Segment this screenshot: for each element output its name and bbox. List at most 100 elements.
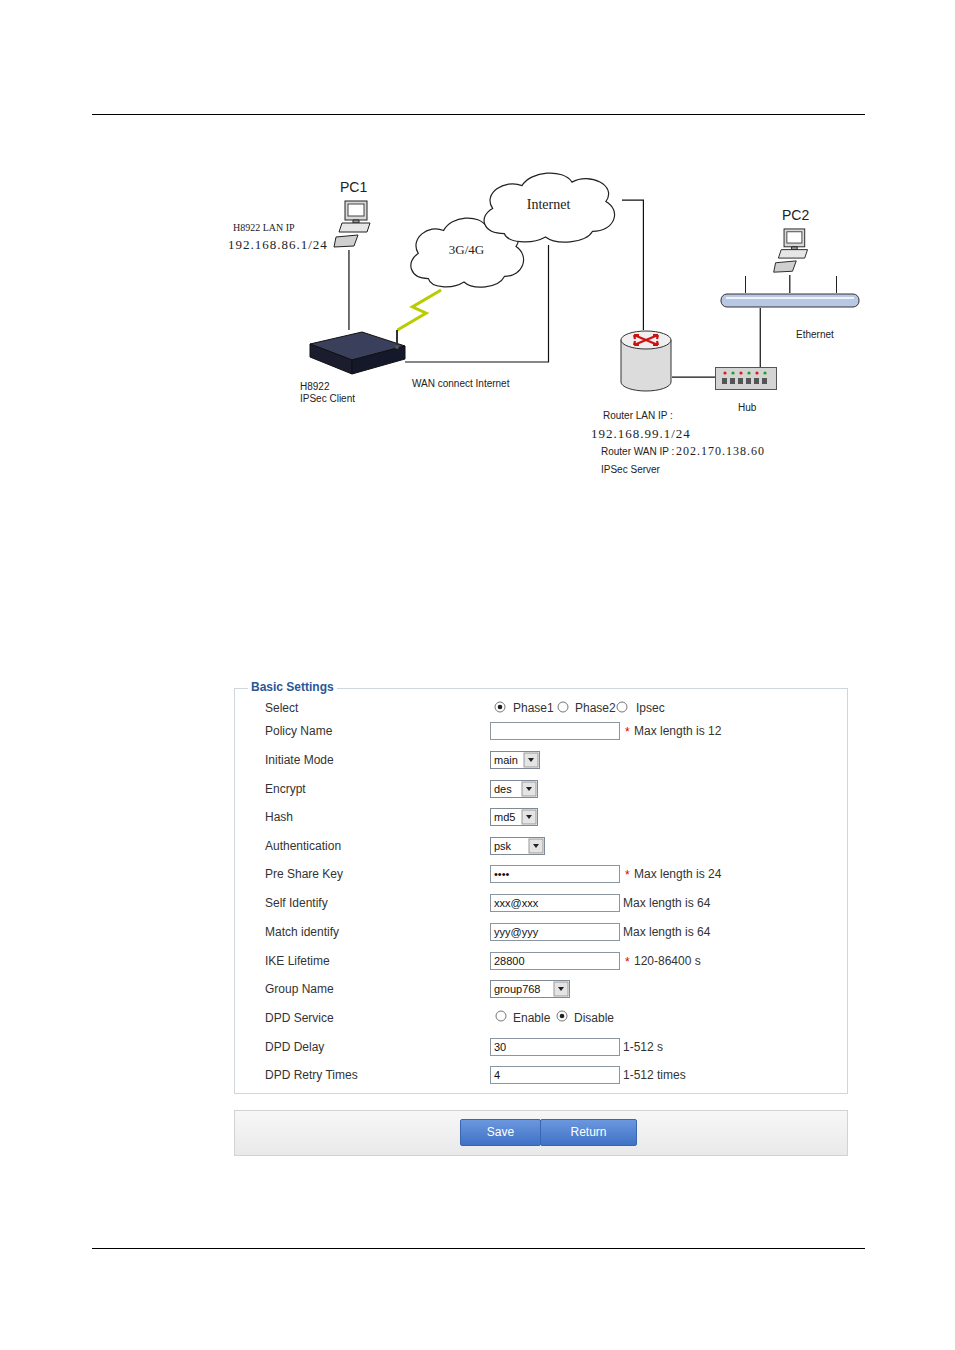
keyboard — [334, 235, 358, 247]
node-label: Hub — [738, 402, 756, 414]
device-side — [352, 346, 405, 374]
form-label: Max length is 64 — [623, 925, 710, 939]
field-value: des — [494, 781, 512, 797]
hub-led — [747, 371, 750, 374]
network-link — [622, 200, 643, 330]
node-label: IPSec Server — [601, 464, 660, 476]
radio-button — [558, 702, 568, 712]
computer-icon-shape — [333, 200, 375, 250]
hub-port — [730, 378, 735, 384]
edge-label: WAN connect Internet — [410, 377, 511, 391]
form-label: Disable — [574, 1011, 614, 1025]
select-box: psk — [490, 837, 545, 855]
button: Save — [460, 1119, 541, 1146]
router-icon-shape — [620, 330, 672, 392]
hub-icon-shape — [715, 367, 777, 390]
panel-legend: Basic Settings — [248, 680, 337, 694]
settings-panel: maindesmd5psk••••xxx@xxxyyy@yyy28800grou… — [234, 688, 848, 1094]
ethernet-drop — [836, 276, 837, 293]
network-link — [348, 250, 349, 330]
form-label: DPD Retry Times — [265, 1068, 358, 1082]
field-value: 4 — [494, 1067, 500, 1083]
node-label: Router WAN IP : — [601, 446, 674, 458]
monitor — [345, 201, 367, 220]
form-label: Encrypt — [265, 782, 306, 796]
hub-port — [722, 378, 727, 384]
field-value: •••• — [494, 866, 509, 882]
dropdown-button-face — [524, 753, 538, 767]
wireless-link — [397, 290, 441, 330]
form-label: * — [625, 868, 630, 882]
hub-case — [716, 368, 777, 390]
network-link — [760, 308, 761, 367]
button-bar — [235, 1111, 848, 1156]
bus-highlight — [726, 297, 854, 299]
hub-led — [731, 371, 734, 374]
hub-led — [763, 371, 766, 374]
header-rule — [92, 114, 865, 115]
computer-icon-shape — [770, 228, 815, 275]
form-label: Ipsec — [636, 701, 665, 715]
radio-dot — [560, 1014, 565, 1019]
form-label: Match identify — [265, 925, 339, 939]
select-box: des — [490, 780, 538, 798]
form-label: Max length is 12 — [634, 724, 721, 738]
field-value: main — [494, 752, 518, 768]
network-link — [672, 377, 715, 378]
text-input — [491, 723, 620, 740]
screen — [787, 232, 802, 243]
form-label: Phase1 — [513, 701, 554, 715]
radio-button — [617, 702, 627, 712]
network-cloud: Internet — [475, 165, 622, 245]
select-box: group768 — [490, 980, 570, 998]
form-label: DPD Delay — [265, 1040, 324, 1054]
ethernet-bus: Ethernet — [720, 293, 860, 308]
dropdown-button-face — [522, 782, 536, 796]
node-label: Internet — [475, 197, 622, 214]
node-label: PC1 — [340, 179, 367, 196]
ethernet-bus-shape — [720, 293, 860, 308]
text-input: 4 — [490, 1066, 620, 1084]
monitor — [784, 229, 805, 247]
form-label: Initiate Mode — [265, 753, 334, 767]
radio-dot — [498, 705, 503, 710]
form-label: Max length is 24 — [634, 867, 721, 881]
field-value: 28800 — [494, 953, 525, 969]
ethernet-drop — [745, 276, 746, 293]
dropdown-button — [528, 838, 544, 854]
hub-port — [738, 378, 743, 384]
antenna-base — [395, 345, 399, 349]
form-label: Group Name — [265, 982, 334, 996]
node-label: 192.168.99.1/24 — [591, 426, 691, 442]
dropdown-button — [523, 752, 539, 768]
hub-port — [754, 378, 759, 384]
form-label: Pre Share Key — [265, 867, 343, 881]
node-label: H8922 IPSec Client — [300, 381, 357, 405]
node-label: PC2 — [782, 207, 809, 224]
dropdown-button — [521, 781, 537, 797]
form-label: Self Identify — [265, 896, 328, 910]
router-device-shape — [310, 330, 405, 380]
router-arrows — [634, 335, 658, 345]
field-value: xxx@xxx — [494, 895, 538, 911]
text-input: xxx@xxx — [490, 894, 620, 912]
ip-label: 192.168.86.1/24 — [228, 238, 328, 252]
dropdown-triangle — [533, 844, 539, 848]
button-label: Save — [461, 1120, 540, 1145]
dropdown-triangle — [526, 815, 532, 819]
dropdown-button-face — [529, 839, 543, 853]
field-value: yyy@yyy — [494, 924, 538, 940]
text-input: 30 — [490, 1038, 620, 1056]
radio-button — [496, 1011, 506, 1021]
dropdown-triangle — [558, 987, 564, 991]
field-value: psk — [494, 838, 511, 854]
hub-led — [723, 371, 726, 374]
node-label: 3G/4G — [403, 242, 530, 258]
form-label: Authentication — [265, 839, 341, 853]
computer-icon: PC2 — [770, 228, 815, 275]
radio-button — [495, 702, 505, 712]
password-input: •••• — [490, 865, 620, 883]
